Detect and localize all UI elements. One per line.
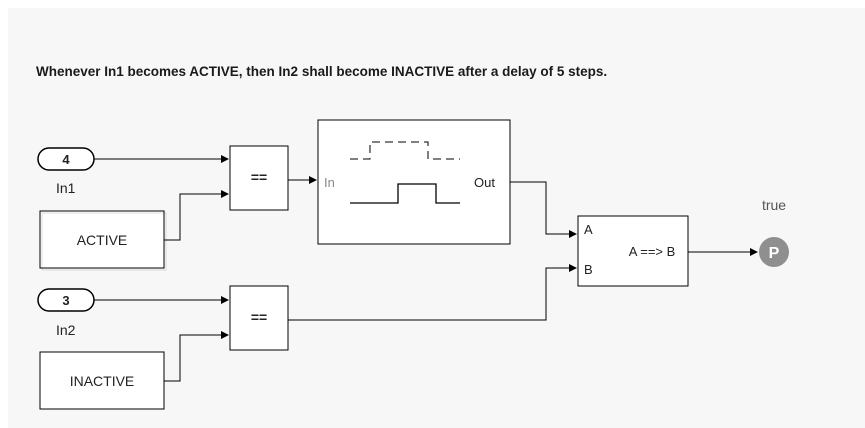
signal-delay-to-implies-a [510,181,577,238]
inport-in1-number: 4 [62,152,70,167]
signal-compare2-to-implies-b [288,264,577,321]
proof-objective-label: true [762,197,786,213]
implies-port-a-label: A [584,222,593,237]
constant-inactive-value: INACTIVE [70,373,135,389]
proof-objective-glyph: P [769,245,780,262]
requirement-text: Whenever In1 becomes ACTIVE, then In2 sh… [36,64,608,79]
inport-in1[interactable]: 4 [37,147,95,171]
constant-inactive[interactable]: INACTIVE [39,351,165,410]
proof-objective-icon[interactable]: P [759,237,789,267]
compare-block-1-operator: == [251,169,267,185]
delay-block[interactable]: In Out [317,119,511,245]
inport-in2-number: 3 [62,293,69,308]
inport-in1-label: In1 [56,180,76,196]
inport-in2-label: In2 [56,322,76,338]
delay-out-port-label: Out [474,175,495,190]
delay-in-port-label: In [324,175,335,190]
compare-block-2[interactable]: == [229,285,289,351]
delay-input-waveform [350,141,460,160]
implies-port-b-label: B [584,262,593,277]
implies-block[interactable]: A B A ==> B [577,215,689,287]
signal-active-to-compare1 [164,190,229,241]
constant-active[interactable]: ACTIVE [39,210,167,271]
delay-output-waveform [350,183,460,204]
compare-block-1[interactable]: == [229,145,289,211]
constant-active-value: ACTIVE [77,232,128,248]
inport-in2[interactable]: 3 [37,288,95,312]
signal-inactive-to-compare2 [164,331,229,382]
implies-block-label: A ==> B [629,244,676,259]
compare-block-2-operator: == [251,309,267,325]
